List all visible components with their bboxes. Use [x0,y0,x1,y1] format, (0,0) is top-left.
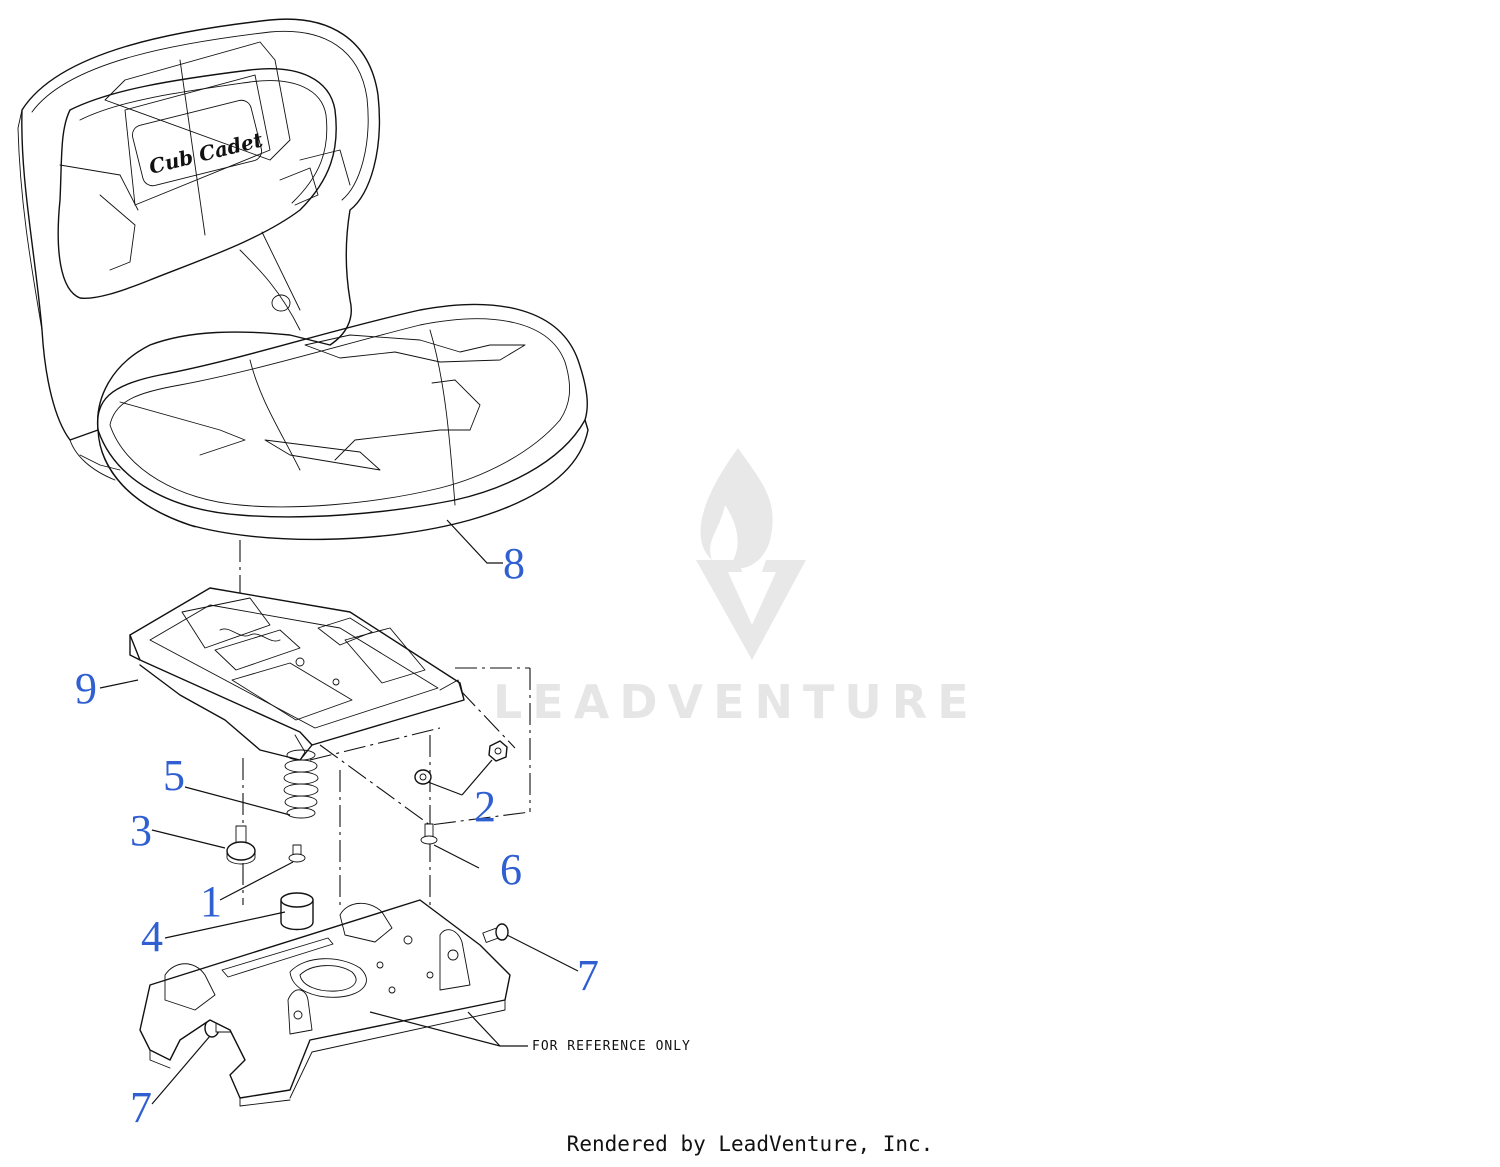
leader-lines [99,519,579,1105]
callout-1[interactable]: 1 [200,877,222,926]
bushing [280,892,314,931]
watermark-text: LEADVENTURE [493,675,979,729]
callout-7-left[interactable]: 7 [130,1083,152,1132]
watermark-logo [696,448,806,660]
seat-logo: Cub Cadet [147,127,266,179]
callout-7-right[interactable]: 7 [577,951,599,1000]
callout-9[interactable]: 9 [75,664,97,713]
seat-slide-plate [129,587,465,761]
bolt-small [288,844,306,863]
footer-credit: Rendered by LeadVenture, Inc. [566,1132,934,1156]
spring [283,749,319,819]
nut-washer [414,740,508,785]
adjustment-knob [226,825,256,865]
callout-2[interactable]: 2 [474,782,496,831]
callout-5[interactable]: 5 [163,751,185,800]
bolt-right [482,923,509,943]
callout-6[interactable]: 6 [500,845,522,894]
seat-assembly: Cub Cadet [17,18,589,541]
seat-pan-reference [139,899,511,1107]
callout-4[interactable]: 4 [141,912,163,961]
callout-8[interactable]: 8 [503,539,525,588]
pivot-pin [420,823,438,845]
callout-3[interactable]: 3 [130,806,152,855]
reference-note: FOR REFERENCE ONLY [532,1039,691,1054]
